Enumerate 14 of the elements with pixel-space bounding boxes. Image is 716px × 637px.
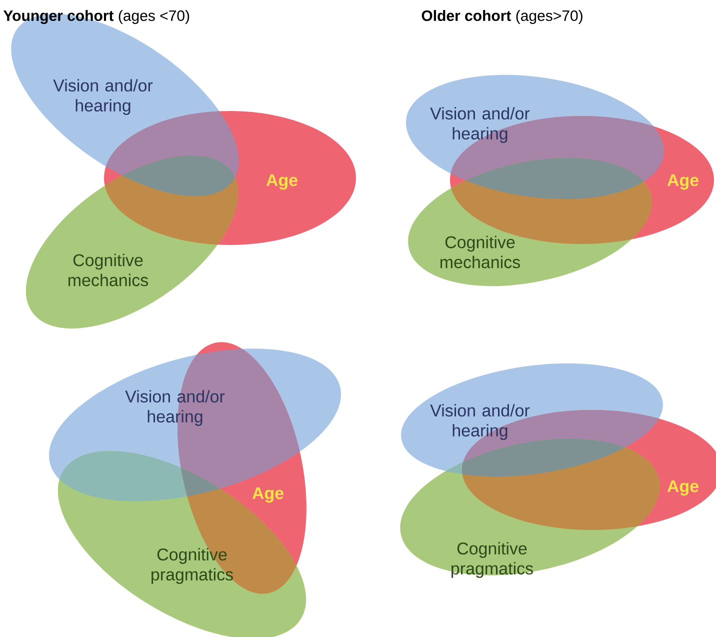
panel-heading: Younger cohort (ages <70) xyxy=(3,10,190,24)
ellipse-label: Vision and/or hearing xyxy=(430,107,530,143)
ellipse-label: Vision and/or hearing xyxy=(125,390,225,426)
panel-heading: Older cohort (ages>70) xyxy=(422,10,582,24)
ellipse-label: Age xyxy=(667,174,698,190)
ellipse-label: Age xyxy=(667,480,698,496)
ellipse-label: Cognitive mechanics xyxy=(440,236,520,268)
ellipse-label: Cognitive pragmatics xyxy=(152,548,233,584)
ellipse-label: Age xyxy=(266,174,298,190)
ellipse-label: Vision and/or hearing xyxy=(430,404,530,440)
ellipse-label: Cognitive pragmatics xyxy=(452,542,533,578)
ellipse-label: Vision and/or hearing xyxy=(53,79,153,115)
ellipse-label: Cognitive mechanics xyxy=(68,254,148,286)
ellipse-label: Age xyxy=(252,487,284,503)
